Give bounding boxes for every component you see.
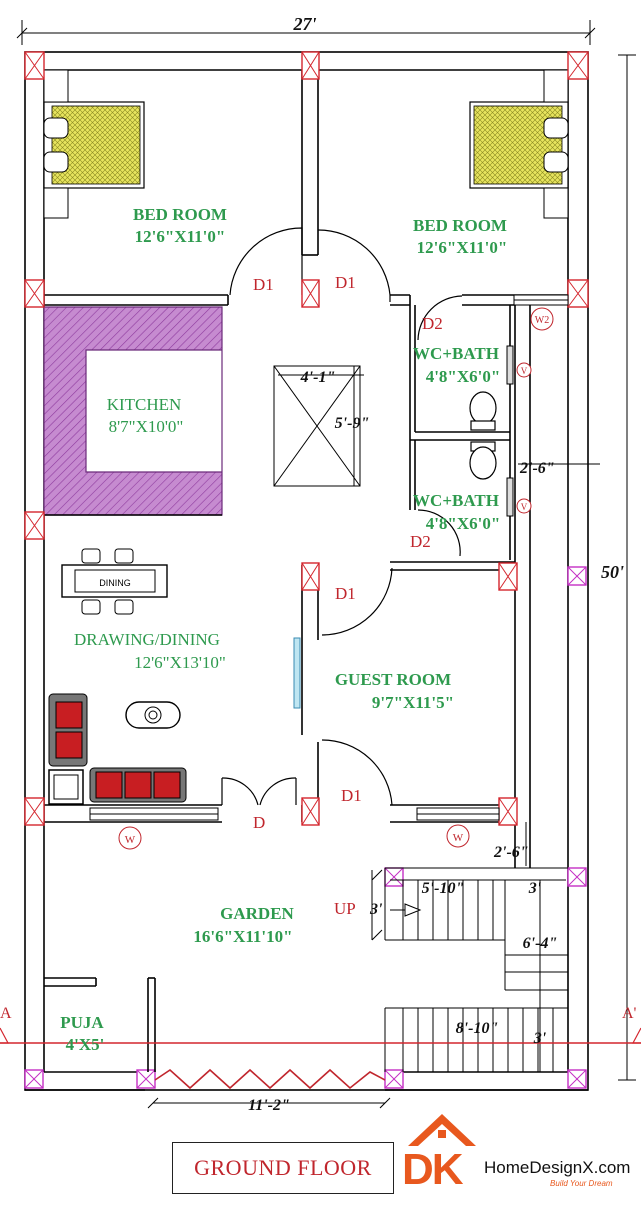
drawing-name: DRAWING/DINING bbox=[74, 630, 220, 649]
guest-size: 9'7"X11'5" bbox=[372, 693, 454, 712]
overall-depth-label: 50' bbox=[601, 562, 624, 582]
lower-run-label: 8'-10" bbox=[456, 1020, 499, 1037]
door-label-guest-front: D1 bbox=[341, 786, 362, 805]
overall-depth-dimension: 50' bbox=[601, 54, 636, 1081]
bath2-size: 4'8"X6'0" bbox=[426, 514, 501, 533]
bed2-size: 12'6"X11'0" bbox=[417, 238, 508, 257]
house-roof-icon bbox=[408, 1114, 476, 1146]
kitchen-name: KITCHEN bbox=[107, 395, 182, 414]
door-label-guest: D1 bbox=[335, 584, 356, 603]
bath1-size: 4'8"X6'0" bbox=[426, 367, 501, 386]
outer-walls bbox=[24, 51, 589, 1091]
toilet-lower bbox=[469, 441, 497, 480]
cutout-height-label: 5'-9" bbox=[335, 415, 370, 432]
dining-table: DINING bbox=[61, 548, 168, 615]
puja-size: 4'X5' bbox=[66, 1035, 105, 1054]
columns-magenta bbox=[24, 566, 587, 1089]
floor-label: GROUND FLOOR bbox=[194, 1155, 372, 1180]
ventilator-label-lower: V bbox=[521, 502, 528, 512]
garden-size: 16'6"X11'10" bbox=[193, 927, 292, 946]
section-label-left: A bbox=[0, 1005, 12, 1022]
door-label-bed2: D1 bbox=[335, 273, 356, 292]
puja-name: PUJA bbox=[60, 1013, 104, 1032]
bed2-name: BED ROOM bbox=[413, 216, 507, 235]
sofa-set bbox=[48, 693, 187, 805]
columns-red bbox=[24, 51, 589, 826]
ventilators: V V bbox=[506, 345, 532, 517]
bath1-name: WC+BATH bbox=[413, 344, 499, 363]
stair-width-label: 3' bbox=[528, 880, 542, 897]
logo-tagline: Build Your Dream bbox=[550, 1179, 613, 1188]
landing-label: 6'-4" bbox=[523, 935, 558, 952]
logo-site-name: HomeDesignX.com bbox=[484, 1158, 631, 1177]
up-label: UP bbox=[334, 899, 356, 918]
bath2-name: WC+BATH bbox=[413, 491, 499, 510]
windows: W W W2 bbox=[89, 294, 569, 850]
overall-width-label: 27' bbox=[292, 14, 316, 34]
drawing-size: 12'6"X13'10" bbox=[134, 653, 226, 672]
overall-width-dimension: 27' bbox=[16, 14, 596, 45]
brand-logo: DK HomeDesignX.com Build Your Dream bbox=[400, 1108, 630, 1198]
ventilator-label-upper: V bbox=[521, 366, 528, 376]
bed-right bbox=[469, 69, 569, 219]
stair-width2-label: 3' bbox=[533, 1030, 547, 1047]
window-label-drawing: W bbox=[125, 834, 136, 846]
staircase bbox=[371, 867, 568, 1072]
cutout-width-label: 4'-1" bbox=[300, 369, 336, 386]
bed1-name: BED ROOM bbox=[133, 205, 227, 224]
dimension-lines bbox=[147, 463, 600, 1109]
kitchen-counter bbox=[43, 306, 223, 516]
setback-label: 2'-6" bbox=[493, 844, 529, 861]
door-label-main: D bbox=[253, 813, 265, 832]
door-label-bed1: D1 bbox=[253, 275, 274, 294]
front-gate bbox=[154, 1068, 386, 1090]
bed-left bbox=[43, 69, 145, 219]
garden-name: GARDEN bbox=[220, 904, 294, 923]
logo-dk-mark: DK bbox=[402, 1145, 464, 1194]
door-swings bbox=[221, 227, 463, 806]
window-label-w2: W2 bbox=[535, 315, 549, 326]
stair-up-width-label: 3' bbox=[369, 901, 383, 918]
section-label-right: A' bbox=[622, 1005, 637, 1022]
section-line: A A' bbox=[0, 1005, 641, 1044]
window-label-guest: W bbox=[453, 832, 464, 844]
dining-label: DINING bbox=[99, 578, 131, 588]
floor-label-box: GROUND FLOOR bbox=[172, 1142, 394, 1194]
guest-name: GUEST ROOM bbox=[335, 670, 451, 689]
gate-width-label: 11'-2" bbox=[248, 1097, 290, 1114]
bed1-size: 12'6"X11'0" bbox=[135, 227, 226, 246]
toilet-upper bbox=[469, 391, 497, 431]
side-gap-label: 2'-6" bbox=[519, 460, 555, 477]
stair-cutout: 4'-1" 5'-9" bbox=[273, 365, 370, 487]
stair-run-label: 5'-10" bbox=[422, 880, 465, 897]
kitchen-size: 8'7"X10'0" bbox=[109, 417, 184, 436]
puja-walls bbox=[44, 977, 156, 1072]
door-label-bath1: D2 bbox=[422, 314, 443, 333]
door-label-bath2: D2 bbox=[410, 532, 431, 551]
